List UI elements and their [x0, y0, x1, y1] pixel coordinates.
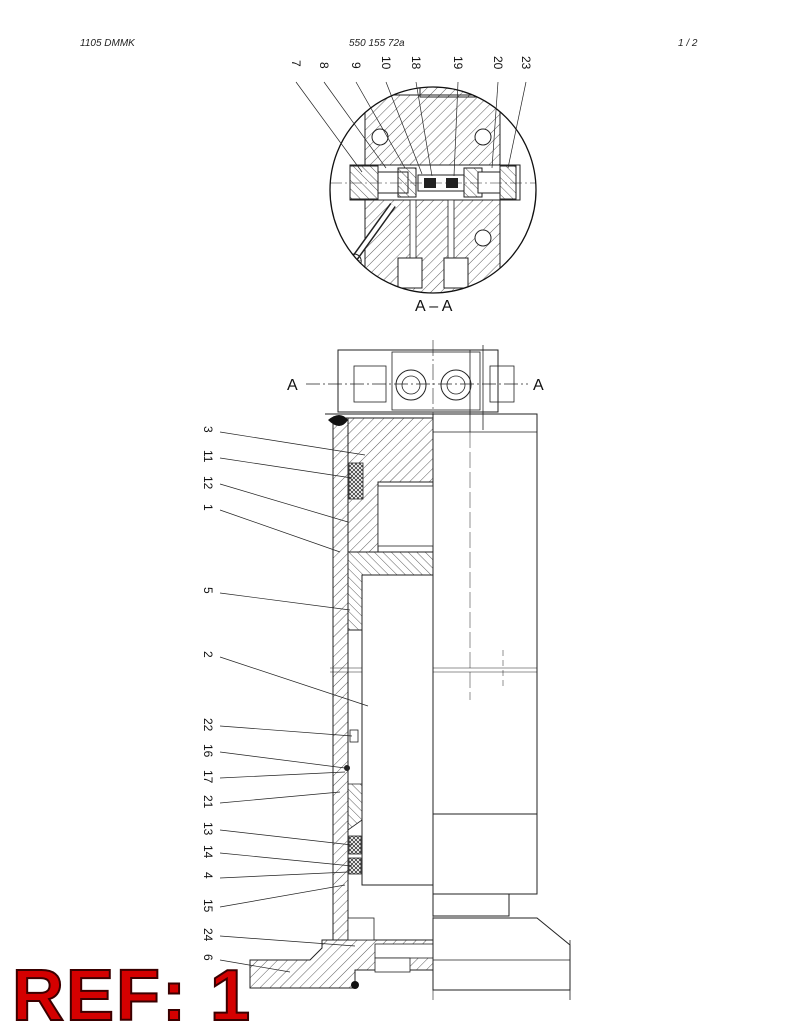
section-detail: 7 8 9 10 18 19 20 23 A – A	[289, 56, 537, 315]
document-code: 1105 DMMK	[80, 38, 135, 49]
callout-8: 8	[317, 62, 331, 69]
part-number: 550 155 72a	[349, 38, 405, 49]
callout-10: 10	[379, 56, 393, 70]
callout-4: 4	[201, 872, 215, 879]
section-title: A – A	[415, 298, 453, 315]
callout-13: 13	[201, 822, 215, 836]
callout-3: 3	[201, 426, 215, 433]
callout-6: 6	[201, 954, 215, 961]
callout-24: 24	[201, 928, 215, 942]
section-marker-left: A	[287, 377, 298, 394]
callout-20: 20	[491, 56, 505, 70]
callout-2: 2	[201, 651, 215, 658]
callout-1: 1	[201, 504, 215, 511]
callout-12: 12	[201, 476, 215, 490]
callout-23: 23	[519, 56, 533, 70]
callout-5: 5	[201, 587, 215, 594]
callout-18: 18	[409, 56, 423, 70]
callout-17: 17	[201, 770, 215, 784]
callout-21: 21	[201, 795, 215, 809]
callout-11: 11	[201, 450, 215, 463]
reference-label: REF: 1	[11, 956, 253, 1036]
callout-9: 9	[349, 62, 363, 69]
page-indicator: 1 / 2	[678, 38, 698, 49]
callout-15: 15	[201, 899, 215, 913]
callout-7: 7	[289, 60, 303, 67]
callout-22: 22	[201, 718, 215, 732]
main-view: A A	[201, 340, 571, 1000]
callout-16: 16	[201, 744, 215, 758]
callout-19: 19	[451, 56, 465, 70]
callout-14: 14	[201, 845, 215, 859]
section-marker-right: A	[533, 377, 544, 394]
